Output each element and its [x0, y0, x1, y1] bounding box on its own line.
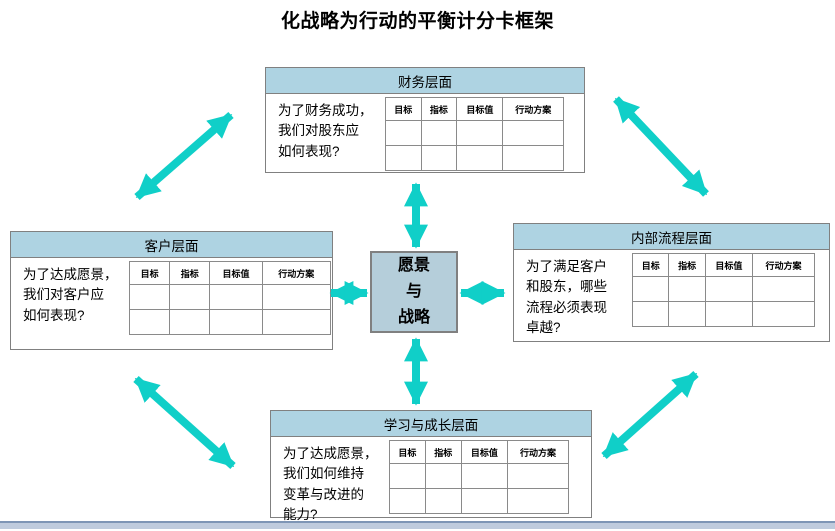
empty-cell	[704, 276, 754, 302]
learning-growth-scorecard-table: 目标 指标 目标值 行动方案	[389, 440, 569, 514]
diagram-title: 化战略为行动的平衡计分卡框架	[280, 11, 554, 32]
empty-cell	[631, 301, 670, 327]
col-header-target: 目标值	[456, 97, 504, 121]
col-header-target: 目标值	[209, 261, 263, 285]
empty-cell	[209, 284, 263, 310]
empty-cell	[420, 120, 458, 146]
table-row	[128, 309, 332, 335]
col-header-goal: 目标	[128, 261, 171, 285]
empty-cell	[460, 463, 509, 489]
empty-cell	[169, 309, 211, 335]
financial-scorecard-table: 目标 指标 目标值 行动方案	[385, 97, 564, 171]
panel-customer-title: 客户层面	[144, 238, 199, 254]
panel-financial: 财务层面 为了财务成功， 我们对股东应 如何表现? 目标 指标 目标值 行动方案	[265, 67, 585, 173]
empty-cell	[389, 463, 426, 489]
empty-cell	[424, 463, 462, 489]
panel-customer-header: 客户层面	[11, 232, 332, 258]
customer-scorecard-table: 目标 指标 目标值 行动方案	[128, 261, 332, 335]
panel-customer-body: 为了达成愿景， 我们对客户应 如何表现? 目标 指标 目标值 行动方案	[11, 258, 332, 349]
panel-learning-growth: 学习与成长层面 为了达成愿景， 我们如何维持 变革与改进的 能力? 目标 指标 …	[270, 410, 592, 522]
empty-cell	[507, 488, 569, 514]
double-arrow-icon-topright	[613, 96, 709, 197]
empty-cell	[261, 284, 332, 310]
empty-cell	[631, 276, 670, 302]
panel-internal-process-header: 内部流程层面	[514, 224, 829, 250]
panel-learning-growth-header: 学习与成长层面	[271, 411, 591, 437]
col-header-target: 目标值	[460, 440, 509, 464]
table-row	[385, 120, 564, 146]
double-arrow-icon-bottomleft	[133, 376, 236, 469]
col-header-measure: 指标	[169, 261, 211, 285]
table-row	[128, 284, 332, 310]
empty-cell	[169, 284, 211, 310]
col-header-measure: 指标	[420, 97, 458, 121]
slide-bottom-edge	[0, 521, 835, 529]
empty-cell	[460, 488, 509, 514]
double-arrow-icon-bottomright	[601, 371, 699, 459]
table-row	[385, 145, 564, 171]
empty-cell	[752, 301, 815, 327]
col-header-initiative: 行动方案	[507, 440, 569, 464]
col-header-initiative: 行动方案	[502, 97, 564, 121]
empty-cell	[385, 120, 422, 146]
empty-cell	[209, 309, 263, 335]
empty-cell	[389, 488, 426, 514]
col-header-initiative: 行动方案	[752, 253, 815, 277]
empty-cell	[752, 276, 815, 302]
empty-cell	[668, 276, 706, 302]
empty-cell	[128, 309, 171, 335]
table-row	[631, 301, 815, 327]
double-arrow-icon-topleft	[134, 111, 234, 201]
empty-cell	[456, 120, 504, 146]
empty-cell	[507, 463, 569, 489]
empty-cell	[704, 301, 754, 327]
table-row	[631, 276, 815, 302]
empty-cell	[668, 301, 706, 327]
col-header-goal: 目标	[389, 440, 426, 464]
panel-customer: 客户层面 为了达成愿景， 我们对客户应 如何表现? 目标 指标 目标值 行动方案	[10, 231, 333, 350]
table-row	[389, 488, 569, 514]
internal-process-scorecard-table: 目标 指标 目标值 行动方案	[631, 253, 815, 327]
panel-learning-growth-title: 学习与成长层面	[383, 417, 479, 433]
panel-learning-growth-question: 为了达成愿景， 我们如何维持 变革与改进的 能力?	[283, 446, 378, 522]
empty-cell	[261, 309, 332, 335]
empty-cell	[502, 145, 564, 171]
panel-internal-process: 内部流程层面 为了满足客户 和股东，哪些 流程必须表现 卓越? 目标 指标 目标…	[513, 223, 830, 342]
panel-financial-question: 为了财务成功， 我们对股东应 如何表现?	[278, 103, 373, 159]
empty-cell	[385, 145, 422, 171]
col-header-goal: 目标	[631, 253, 670, 277]
panel-customer-question: 为了达成愿景， 我们对客户应 如何表现?	[23, 267, 118, 323]
col-header-measure: 指标	[668, 253, 706, 277]
panel-financial-header: 财务层面	[266, 68, 584, 94]
empty-cell	[456, 145, 504, 171]
col-header-initiative: 行动方案	[261, 261, 332, 285]
table-row	[389, 463, 569, 489]
empty-cell	[128, 284, 171, 310]
panel-financial-body: 为了财务成功， 我们对股东应 如何表现? 目标 指标 目标值 行动方案	[266, 94, 584, 172]
panel-internal-process-title: 内部流程层面	[631, 230, 712, 246]
panel-internal-process-body: 为了满足客户 和股东，哪些 流程必须表现 卓越? 目标 指标 目标值 行动方案	[514, 250, 829, 341]
panel-learning-growth-body: 为了达成愿景， 我们如何维持 变革与改进的 能力? 目标 指标 目标值 行动方案	[271, 437, 591, 522]
col-header-goal: 目标	[385, 97, 422, 121]
empty-cell	[502, 120, 564, 146]
empty-cell	[420, 145, 458, 171]
col-header-measure: 指标	[424, 440, 462, 464]
empty-cell	[424, 488, 462, 514]
panel-internal-process-question: 为了满足客户 和股东，哪些 流程必须表现 卓越?	[526, 259, 607, 335]
panel-financial-title: 财务层面	[398, 74, 452, 90]
col-header-target: 目标值	[704, 253, 754, 277]
vision-strategy-box: 愿景 与 战略	[370, 251, 458, 333]
